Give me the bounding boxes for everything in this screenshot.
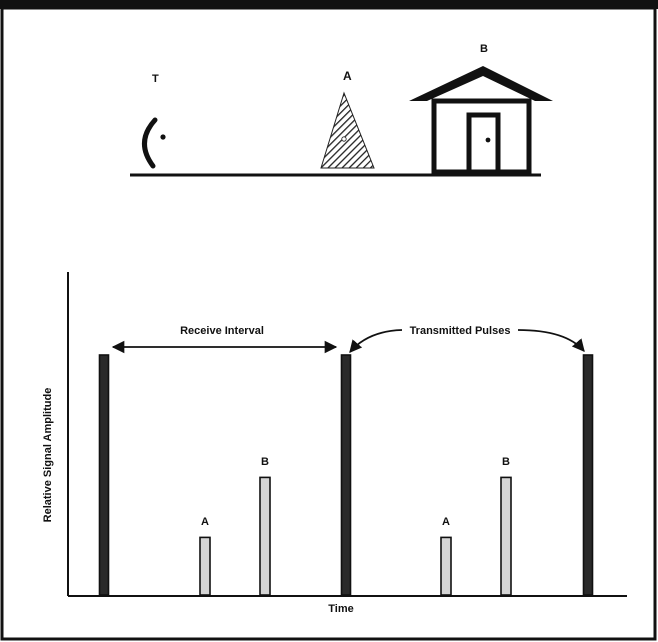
echo-a-bar-1 bbox=[199, 536, 211, 596]
top-border-bar bbox=[0, 0, 658, 9]
transmitted-pulses-arrow-left bbox=[349, 329, 403, 353]
house-icon bbox=[409, 66, 553, 175]
y-axis-label: Relative Signal Amplitude bbox=[42, 388, 54, 523]
transmitter-label: T bbox=[152, 73, 159, 85]
transmitted-pulses-label: Transmitted Pulses bbox=[410, 325, 511, 337]
transmitter-dish-icon bbox=[142, 117, 158, 169]
tree-dot bbox=[341, 136, 347, 142]
transmitted-pulse-bar-3 bbox=[582, 354, 594, 596]
echo-b-label-2: B bbox=[502, 456, 510, 468]
transmitted-pulses-arrow-right bbox=[517, 329, 585, 352]
echo-b-bar-2 bbox=[500, 476, 512, 596]
transmitted-pulse-bar-2 bbox=[340, 354, 352, 596]
frame-border bbox=[0, 6, 657, 641]
echo-b-label-1: B bbox=[261, 456, 269, 468]
transmitted-pulse-bar-1 bbox=[98, 354, 110, 596]
echo-a-label-2: A bbox=[442, 516, 450, 528]
chart-bars bbox=[98, 354, 594, 596]
tree-label: A bbox=[343, 69, 352, 83]
house-label: B bbox=[480, 43, 488, 55]
transmitter-dot bbox=[160, 134, 166, 140]
echo-a-label-1: A bbox=[201, 516, 209, 528]
x-axis-label: Time bbox=[328, 603, 353, 615]
scene: T A B bbox=[130, 43, 553, 177]
receive-interval-label: Receive Interval bbox=[180, 325, 264, 337]
receive-interval-label-bg bbox=[166, 322, 278, 340]
pulse-chart: Relative Signal Amplitude Time Receive I… bbox=[42, 272, 627, 615]
echo-b-bar-1 bbox=[259, 476, 271, 596]
echo-a-bar-2 bbox=[440, 536, 452, 596]
tree-icon bbox=[320, 91, 375, 169]
